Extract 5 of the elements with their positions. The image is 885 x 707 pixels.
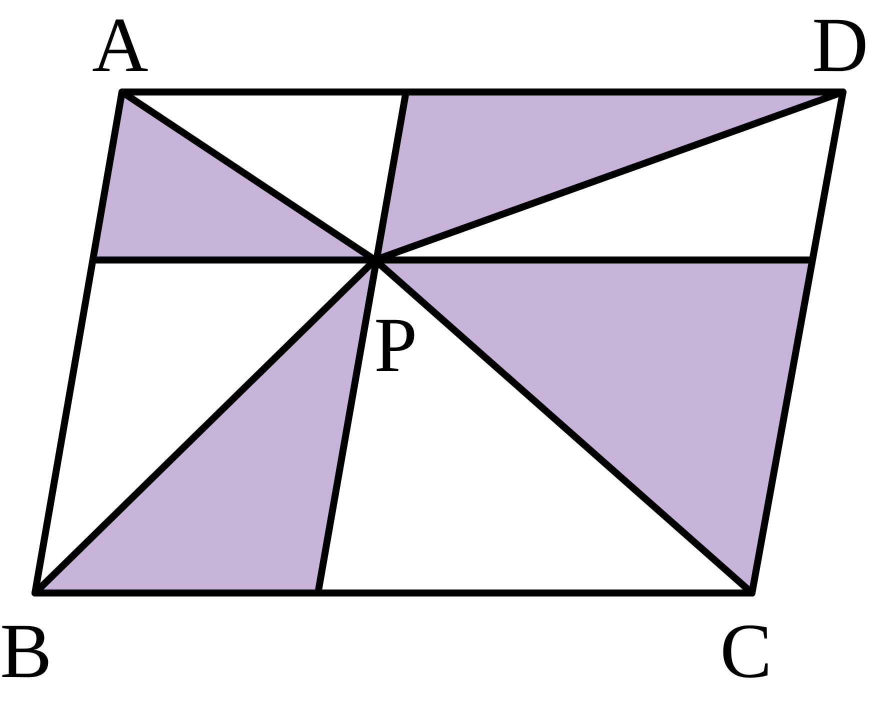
- point-label: A: [92, 6, 148, 84]
- point-label: P: [374, 306, 418, 384]
- point-label: B: [0, 612, 52, 690]
- point-label: D: [812, 6, 868, 84]
- point-label: C: [720, 612, 772, 690]
